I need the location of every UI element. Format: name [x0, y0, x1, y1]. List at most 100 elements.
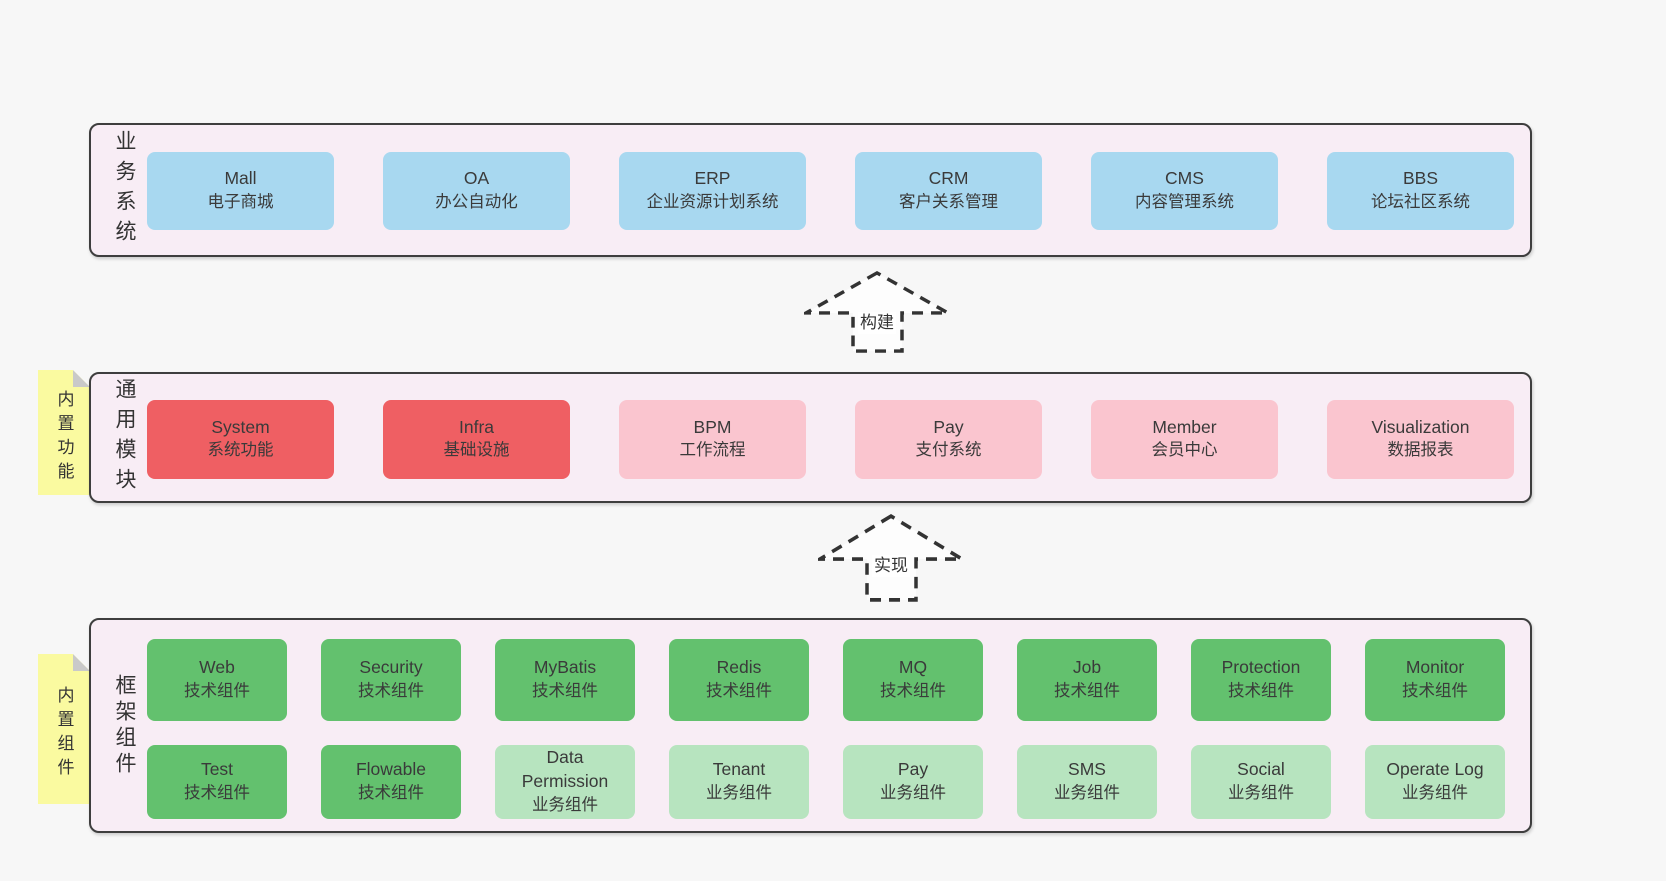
module-subtitle: 内容管理系统	[1135, 192, 1234, 211]
module-subtitle: 技术组件	[184, 681, 250, 700]
module-name: Social	[1237, 759, 1285, 780]
module-subtitle: 支付系统	[915, 441, 982, 460]
module-box-mall: Mall 电子商城	[147, 152, 334, 230]
module-box-system: System 系统功能	[147, 400, 334, 479]
module-box-data-permission: Data Permission 业务组件	[495, 745, 635, 819]
module-subtitle: 业务组件	[1228, 783, 1294, 802]
module-name: MyBatis	[533, 657, 597, 678]
module-name: Visualization	[1371, 416, 1470, 437]
module-subtitle: 业务组件	[706, 783, 772, 802]
module-name: Redis	[716, 657, 762, 678]
module-box-social: Social 业务组件	[1191, 745, 1331, 819]
module-name: SMS	[1068, 759, 1106, 780]
module-box-web: Web 技术组件	[147, 639, 287, 721]
module-box-pay: Pay 业务组件	[843, 745, 983, 819]
module-name: Flowable	[355, 759, 427, 780]
module-box-operate-log: Operate Log 业务组件	[1365, 745, 1505, 819]
module-box-oa: OA 办公自动化	[383, 152, 570, 230]
module-box-monitor: Monitor 技术组件	[1365, 639, 1505, 721]
band-business-systems: 业务系统 Mall 电子商城 OA 办公自动化 ERP 企业资源计划系统 CRM 客户关系管理…	[89, 123, 1532, 257]
band-common-modules: 通用模块 System 系统功能 Infra 基础设施 BPM 工作流程 Pay 支付系统 Me…	[89, 372, 1532, 503]
sticky-note-label: 内置组件	[54, 686, 74, 782]
module-subtitle: 数据报表	[1387, 441, 1454, 460]
module-box-flowable: Flowable 技术组件	[321, 745, 461, 819]
module-box-bpm: BPM 工作流程	[619, 400, 806, 479]
module-box-mybatis: MyBatis 技术组件	[495, 639, 635, 721]
module-subtitle: 客户关系管理	[899, 192, 998, 211]
module-box-mq: MQ 技术组件	[843, 639, 983, 721]
module-box-protection: Protection 技术组件	[1191, 639, 1331, 721]
module-name: OA	[463, 168, 490, 189]
module-subtitle: 电子商城	[207, 192, 274, 211]
module-name: Mall	[224, 168, 257, 189]
module-name: Infra	[458, 416, 495, 437]
build-arrow-label: 构建	[858, 312, 896, 334]
module-name: Operate Log	[1386, 759, 1484, 780]
module-subtitle: 业务组件	[1054, 783, 1120, 802]
business-systems-row: Mall 电子商城 OA 办公自动化 ERP 企业资源计划系统 CRM 客户关系管理 CMS 内容…	[147, 152, 1514, 230]
module-name: Test	[200, 759, 234, 780]
module-box-member: Member 会员中心	[1091, 400, 1278, 479]
implement-arrow-label: 实现	[872, 555, 910, 577]
module-subtitle: 业务组件	[880, 783, 946, 802]
module-name: Tenant	[712, 759, 766, 780]
module-name: System	[211, 416, 270, 437]
implement-arrow-up-icon: 实现	[818, 513, 964, 603]
module-name: ERP	[694, 168, 731, 189]
module-subtitle: 系统功能	[207, 441, 274, 460]
module-subtitle: 技术组件	[1402, 681, 1468, 700]
module-subtitle: 业务组件	[1402, 783, 1468, 802]
module-box-redis: Redis 技术组件	[669, 639, 809, 721]
module-box-security: Security 技术组件	[321, 639, 461, 721]
module-name: CRM	[928, 168, 969, 189]
module-name: Pay	[897, 759, 929, 780]
module-name: Monitor	[1405, 657, 1465, 678]
module-subtitle: 论坛社区系统	[1371, 192, 1470, 211]
module-box-infra: Infra 基础设施	[383, 400, 570, 479]
sticky-note-built-in-components: 内置组件	[38, 654, 90, 804]
module-name: Data Permission	[521, 747, 609, 792]
module-name: Protection	[1221, 657, 1301, 678]
module-subtitle: 技术组件	[706, 681, 772, 700]
module-name: Member	[1152, 416, 1217, 437]
build-arrow-up-icon: 构建	[804, 270, 950, 354]
common-modules-row: System 系统功能 Infra 基础设施 BPM 工作流程 Pay 支付系统 Member 会…	[147, 400, 1514, 479]
band-label-common-modules: 通用模块	[113, 377, 136, 498]
module-name: Job	[1072, 657, 1102, 678]
module-subtitle: 业务组件	[532, 795, 598, 814]
module-name: Pay	[933, 416, 964, 437]
module-box-visualization: Visualization 数据报表	[1327, 400, 1514, 479]
module-subtitle: 技术组件	[358, 681, 424, 700]
module-name: CMS	[1165, 168, 1204, 189]
sticky-note-label: 内置功能	[54, 389, 74, 486]
module-subtitle: 工作流程	[679, 441, 746, 460]
module-box-sms: SMS 业务组件	[1017, 745, 1157, 819]
module-subtitle: 企业资源计划系统	[646, 192, 779, 211]
module-name: Web	[199, 657, 235, 678]
module-subtitle: 会员中心	[1151, 441, 1218, 460]
module-subtitle: 技术组件	[1054, 681, 1120, 700]
module-name: MQ	[898, 657, 928, 678]
module-box-tenant: Tenant 业务组件	[669, 745, 809, 819]
module-name: BBS	[1402, 168, 1439, 189]
band-label-framework-components: 框架组件	[113, 673, 136, 778]
module-subtitle: 技术组件	[532, 681, 598, 700]
module-box-pay: Pay 支付系统	[855, 400, 1042, 479]
module-name: BPM	[693, 416, 732, 437]
module-subtitle: 技术组件	[1228, 681, 1294, 700]
module-box-test: Test 技术组件	[147, 745, 287, 819]
module-subtitle: 办公自动化	[435, 192, 518, 211]
module-subtitle: 技术组件	[880, 681, 946, 700]
module-name: Security	[359, 657, 423, 678]
module-box-cms: CMS 内容管理系统	[1091, 152, 1278, 230]
module-subtitle: 基础设施	[443, 441, 510, 460]
band-label-business-systems: 业务系统	[113, 130, 136, 250]
module-box-job: Job 技术组件	[1017, 639, 1157, 721]
module-subtitle: 技术组件	[358, 783, 424, 802]
module-box-erp: ERP 企业资源计划系统	[619, 152, 806, 230]
module-subtitle: 技术组件	[184, 783, 250, 802]
